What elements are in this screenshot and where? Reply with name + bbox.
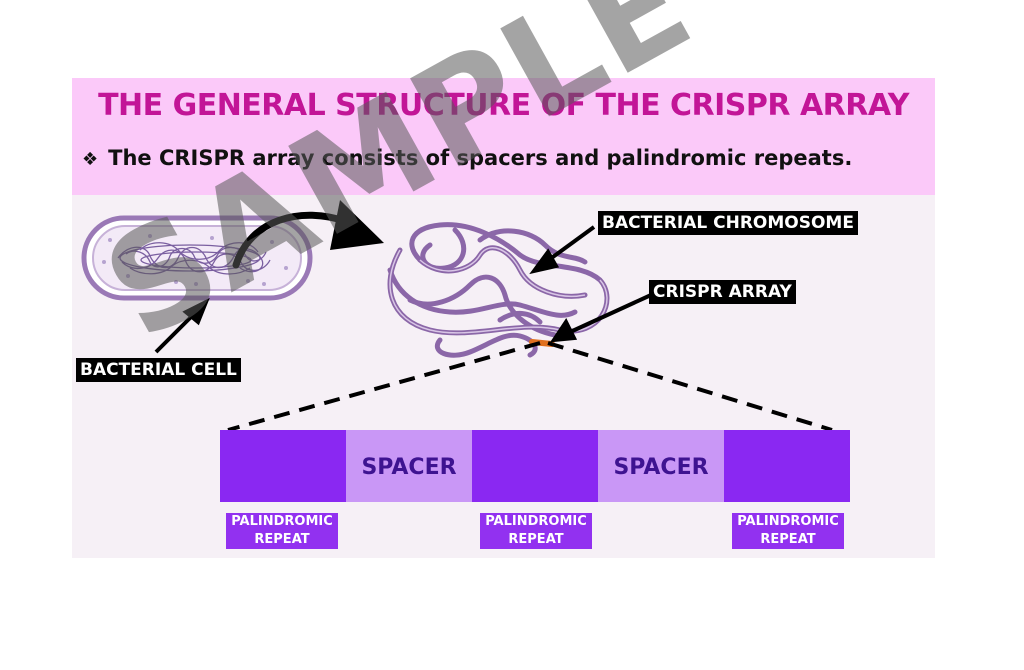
slide: THE GENERAL STRUCTURE OF THE CRISPR ARRA… [72,78,935,558]
bacterial-cell-label: BACTERIAL CELL [76,358,241,382]
bacterial-chromosome-label: BACTERIAL CHROMOSOME [598,211,858,235]
arrowhead-icon [529,248,560,275]
page-title: THE GENERAL STRUCTURE OF THE CRISPR ARRA… [98,88,909,123]
pointer-arrows [154,225,652,354]
spacer-label: SPACER [613,455,708,480]
spacer-label: SPACER [361,455,456,480]
crispr-array-label: CRISPR ARRAY [649,280,796,304]
curved-arrow-icon [232,200,384,269]
palindromic-repeat-block [472,430,598,502]
arrowhead-icon [549,318,578,343]
bacterial-cell-illustration [81,215,313,301]
header-band: THE GENERAL STRUCTURE OF THE CRISPR ARRA… [72,78,935,195]
bullet-text: The CRISPR array consists of spacers and… [108,146,853,170]
spacer-block [346,430,472,502]
arrowhead-icon [182,297,210,326]
zoom-dashed-lines [227,341,833,432]
diamond-bullet-icon: ❖ [82,149,99,170]
palindromic-repeat-block [220,430,346,502]
spacer-block [598,430,724,502]
palindromic-repeat-block [724,430,850,502]
bullet-point: ❖ The CRISPR array consists of spacers an… [82,146,852,170]
crispr-array-blocks: SPACER SPACER [220,430,850,502]
